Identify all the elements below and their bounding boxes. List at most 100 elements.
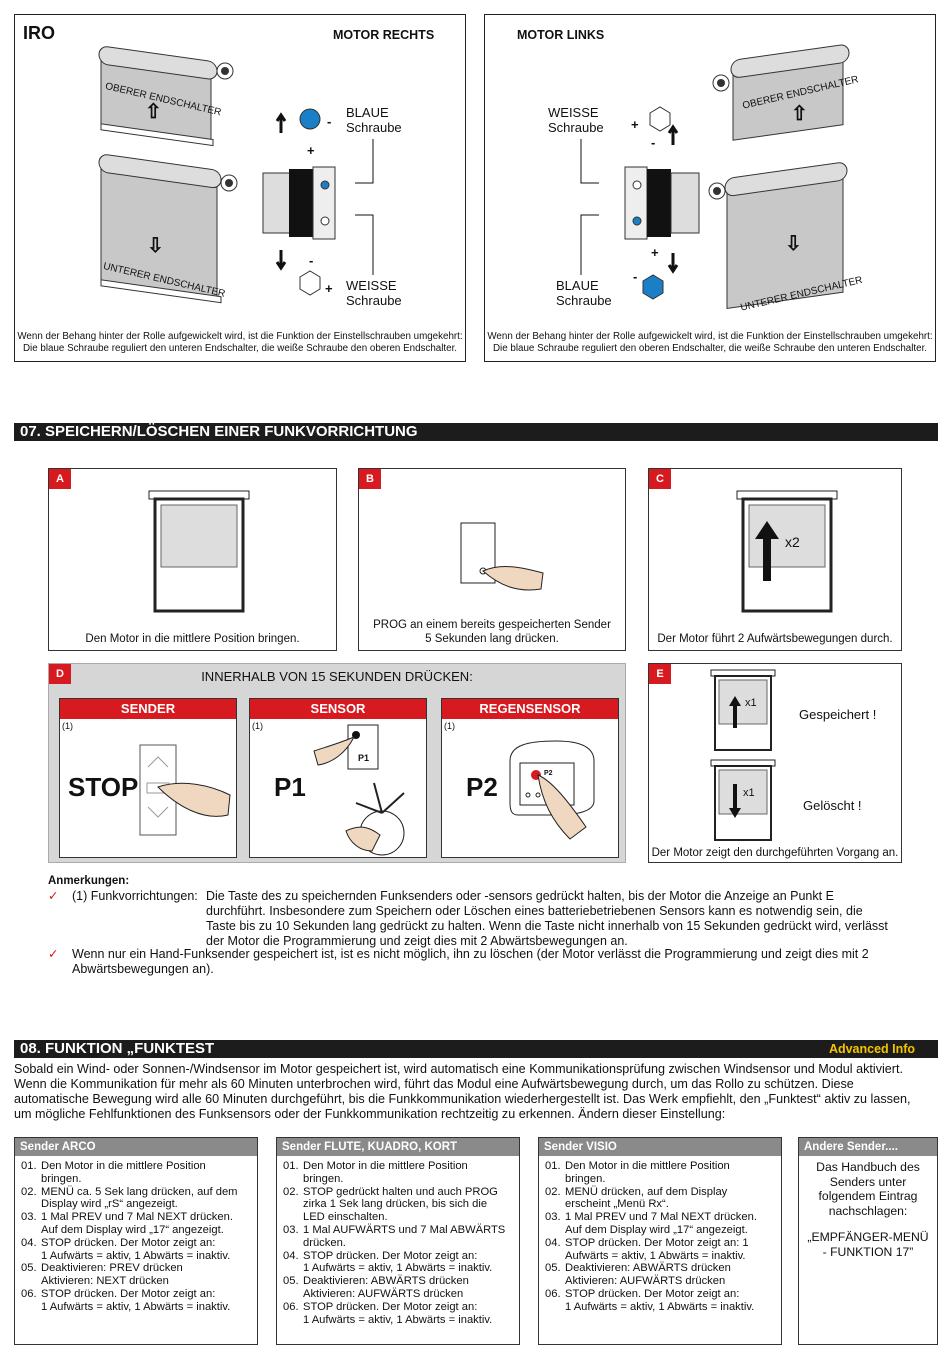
- remote-press-icon: [460, 522, 544, 591]
- step-number: 04.: [545, 1236, 561, 1249]
- blaue-label: BLAUE: [556, 278, 599, 293]
- p1-button-label: P1: [358, 753, 370, 763]
- step-number: 05.: [545, 1262, 561, 1275]
- step-number: 06.: [283, 1300, 299, 1313]
- step-text: Display wird „rS“ angezeigt.: [41, 1198, 178, 1211]
- list-item: 03. 1 Mal PREV und 7 Mal NEXT drücken.Auf…: [545, 1211, 777, 1237]
- step-text: Den Motor in die mittlere Position: [303, 1160, 468, 1172]
- andere-sender-text: Das Handbuch des Senders unter folgendem…: [807, 1160, 929, 1259]
- step-text: STOP drücken. Der Motor zeigt an:: [303, 1249, 478, 1262]
- step-e-caption: Der Motor zeigt den durchgeführten Vorga…: [651, 847, 899, 859]
- plus-label: +: [307, 143, 315, 158]
- up-arrow-icon: ⇧: [145, 101, 162, 123]
- note-text: Wenn der Behang hinter der Rolle aufgewi…: [17, 331, 463, 354]
- step-text: 1 Mal PREV und 7 Mal NEXT drücken.: [565, 1211, 757, 1224]
- upper-roller-illustration: [98, 46, 234, 147]
- step-text: erscheint „Menü Rx“.: [565, 1198, 669, 1211]
- stop-label: STOP: [68, 772, 139, 802]
- step-tag: C: [649, 469, 671, 489]
- step-text: 1 Aufwärts = aktiv, 1 Abwärts = inaktiv.: [41, 1249, 231, 1262]
- step-text: bringen.: [303, 1172, 344, 1185]
- motor-head-illustration: [262, 108, 336, 296]
- funktest-description: Sobald ein Wind- oder Sonnen-/Windsensor…: [14, 1062, 911, 1121]
- motor-head-illustration: [624, 106, 700, 300]
- motor-links-title: MOTOR LINKS: [517, 28, 605, 42]
- advanced-info-badge: Advanced Info: [828, 1042, 916, 1056]
- sender-arco-box: Sender ARCO 01.Den Motor in die mittlere…: [14, 1137, 258, 1345]
- step-text: STOP drücken. Der Motor zeigt an:: [41, 1287, 216, 1300]
- step-text: Auf dem Display wird „17“ angezeigt.: [565, 1223, 748, 1236]
- minus-label: -: [633, 269, 638, 284]
- step-text: 1 Aufwärts = aktiv, 1 Abwärts = inaktiv.: [303, 1262, 493, 1275]
- step-number: 06.: [545, 1287, 561, 1300]
- pointer-lines: [580, 139, 599, 275]
- andere-sender-box: Andere Sender.... Das Handbuch des Sende…: [798, 1137, 938, 1345]
- down-arrow-icon: ⇩: [147, 235, 164, 257]
- lower-roller-illustration: [708, 162, 848, 310]
- schraube-label: Schraube: [556, 293, 612, 308]
- motor-rechts-panel: IRO MOTOR RECHTS OBERER ENDSCHALTER ⇧ ⇩ …: [14, 14, 466, 362]
- sensor-card: SENSOR (1) P1 P1: [249, 698, 427, 858]
- weisse-label: WEISSE: [548, 105, 599, 120]
- blind-deleted-icon: [710, 759, 776, 841]
- schraube-label: Schraube: [346, 120, 402, 135]
- regensensor-card: REGENSENSOR (1) P2 P2: [441, 698, 619, 858]
- step-text: Aufwärts = aktiv, 1 Abwärts = inaktiv.: [565, 1249, 746, 1262]
- plus-label: +: [631, 117, 639, 132]
- minus-label: -: [327, 114, 332, 129]
- step-number: 01.: [545, 1160, 561, 1172]
- x2-label: x2: [785, 534, 800, 550]
- anmerkungen-label: Anmerkungen:: [48, 875, 130, 887]
- step-text: STOP drücken. Der Motor zeigt an:: [303, 1300, 478, 1313]
- step-text: STOP drücken. Der Motor zeigt an: 1: [565, 1236, 749, 1249]
- step-number: 02.: [545, 1185, 561, 1198]
- step-text: zirka 1 Sek lang drücken, bis sich die: [303, 1198, 488, 1211]
- step-text: Aktivieren: AUFWÄRTS drücken: [303, 1287, 464, 1300]
- list-item: 04. STOP drücken. Der Motor zeigt an:1 Au…: [283, 1250, 515, 1276]
- section-07-title: 07. SPEICHERN/LÖSCHEN EINER FUNKVORRICHT…: [14, 423, 938, 441]
- step-tag: E: [649, 664, 671, 684]
- step-text: STOP gedrückt halten und auch PROG: [303, 1185, 498, 1198]
- footnote-ref: (1): [252, 721, 263, 731]
- step-d-title: INNERHALB VON 15 SEKUNDEN DRÜCKEN:: [201, 669, 473, 684]
- plus-label: +: [325, 281, 333, 296]
- step-text: 1 Aufwärts = aktiv, 1 Abwärts = inaktiv.: [41, 1300, 231, 1313]
- step-text: 1 Aufwärts = aktiv, 1 Abwärts = inaktiv.: [303, 1313, 493, 1326]
- step-number: 06.: [21, 1287, 37, 1300]
- step-text: 1 Aufwärts = aktiv, 1 Abwärts = inaktiv.: [565, 1300, 755, 1313]
- window-blind-up-icon: [736, 490, 838, 613]
- gespeichert-label: Gespeichert !: [799, 707, 877, 722]
- step-text: LED einschalten.: [303, 1211, 388, 1224]
- motor-rechts-title: MOTOR RECHTS: [333, 28, 435, 42]
- step-text: Deaktivieren: ABWÄRTS drücken: [303, 1275, 469, 1288]
- regensensor-header: REGENSENSOR: [442, 699, 618, 719]
- remote-stop-icon: [139, 744, 231, 836]
- step-number: 03.: [545, 1211, 561, 1224]
- sender-arco-title: Sender ARCO: [15, 1138, 257, 1156]
- step-number: 04.: [283, 1249, 299, 1262]
- step-number: 01.: [283, 1160, 299, 1172]
- step-text: STOP drücken. Der Motor zeigt an:: [41, 1236, 216, 1249]
- step-number: 02.: [21, 1185, 37, 1198]
- step-text: 1 Mal AUFWÄRTS und 7 Mal ABWÄRTS: [303, 1223, 506, 1236]
- step-a-caption: Den Motor in die mittlere Position bring…: [85, 633, 300, 645]
- step-a-panel: A Den Motor in die mittlere Position bri…: [48, 468, 337, 651]
- geloescht-label: Gelöscht !: [803, 798, 862, 813]
- sender-header: SENDER: [60, 699, 236, 719]
- step-text: drücken.: [303, 1236, 346, 1249]
- step-e-panel: E x1 Gespeichert ! x1 Gelöscht ! Der Mot…: [648, 663, 902, 863]
- sender-flute-title: Sender FLUTE, KUADRO, KORT: [277, 1138, 519, 1156]
- footnote-ref: (1): [62, 721, 73, 731]
- step-tag: D: [49, 664, 71, 684]
- footnote-ref: (1): [444, 721, 455, 731]
- list-item: 06. STOP drücken. Der Motor zeigt an:1 Au…: [21, 1288, 253, 1314]
- up-arrow-icon: ⇧: [791, 103, 808, 125]
